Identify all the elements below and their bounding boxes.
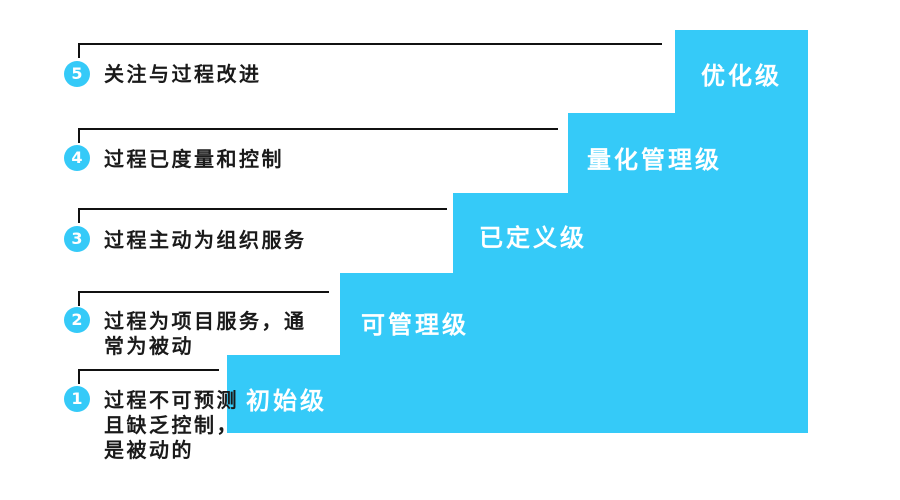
desc-line: 过程为项目服务，通 xyxy=(104,309,307,333)
step-level-5 xyxy=(675,30,808,433)
level-4-number-badge: 4 xyxy=(64,145,90,171)
desc-line: 过程主动为组织服务 xyxy=(104,228,307,252)
desc-line: 常为被动 xyxy=(104,334,194,358)
step-label-level-5: 优化级 xyxy=(701,62,782,90)
step-label-level-4: 量化管理级 xyxy=(587,146,722,174)
level-4-description: 过程已度量和控制 xyxy=(104,147,284,172)
desc-line: 关注与过程改进 xyxy=(104,62,262,86)
level-2-number-badge: 2 xyxy=(64,307,90,333)
step-label-level-1: 初始级 xyxy=(246,387,327,415)
step-label-level-2: 可管理级 xyxy=(361,311,469,339)
level-1-number-badge: 1 xyxy=(64,386,90,412)
step-label-level-3: 已定义级 xyxy=(479,224,587,252)
level-5-number-badge: 5 xyxy=(64,61,90,87)
level-1-bracket-line xyxy=(78,369,219,384)
level-3-description: 过程主动为组织服务 xyxy=(104,228,307,253)
level-3-number-badge: 3 xyxy=(64,226,90,252)
desc-line: 过程已度量和控制 xyxy=(104,147,284,171)
desc-line: 且缺乏控制， xyxy=(104,413,239,437)
desc-line: 过程不可预测 xyxy=(104,388,239,412)
level-5-description: 关注与过程改进 xyxy=(104,62,262,87)
level-2-bracket-line xyxy=(78,291,329,306)
level-1-description: 过程不可预测 且缺乏控制， 是被动的 xyxy=(104,388,239,463)
level-2-description: 过程为项目服务，通 常为被动 xyxy=(104,309,307,359)
level-5-bracket-line xyxy=(78,43,662,58)
level-4-bracket-line xyxy=(78,128,558,143)
level-3-bracket-line xyxy=(78,208,447,223)
desc-line: 是被动的 xyxy=(104,438,194,462)
